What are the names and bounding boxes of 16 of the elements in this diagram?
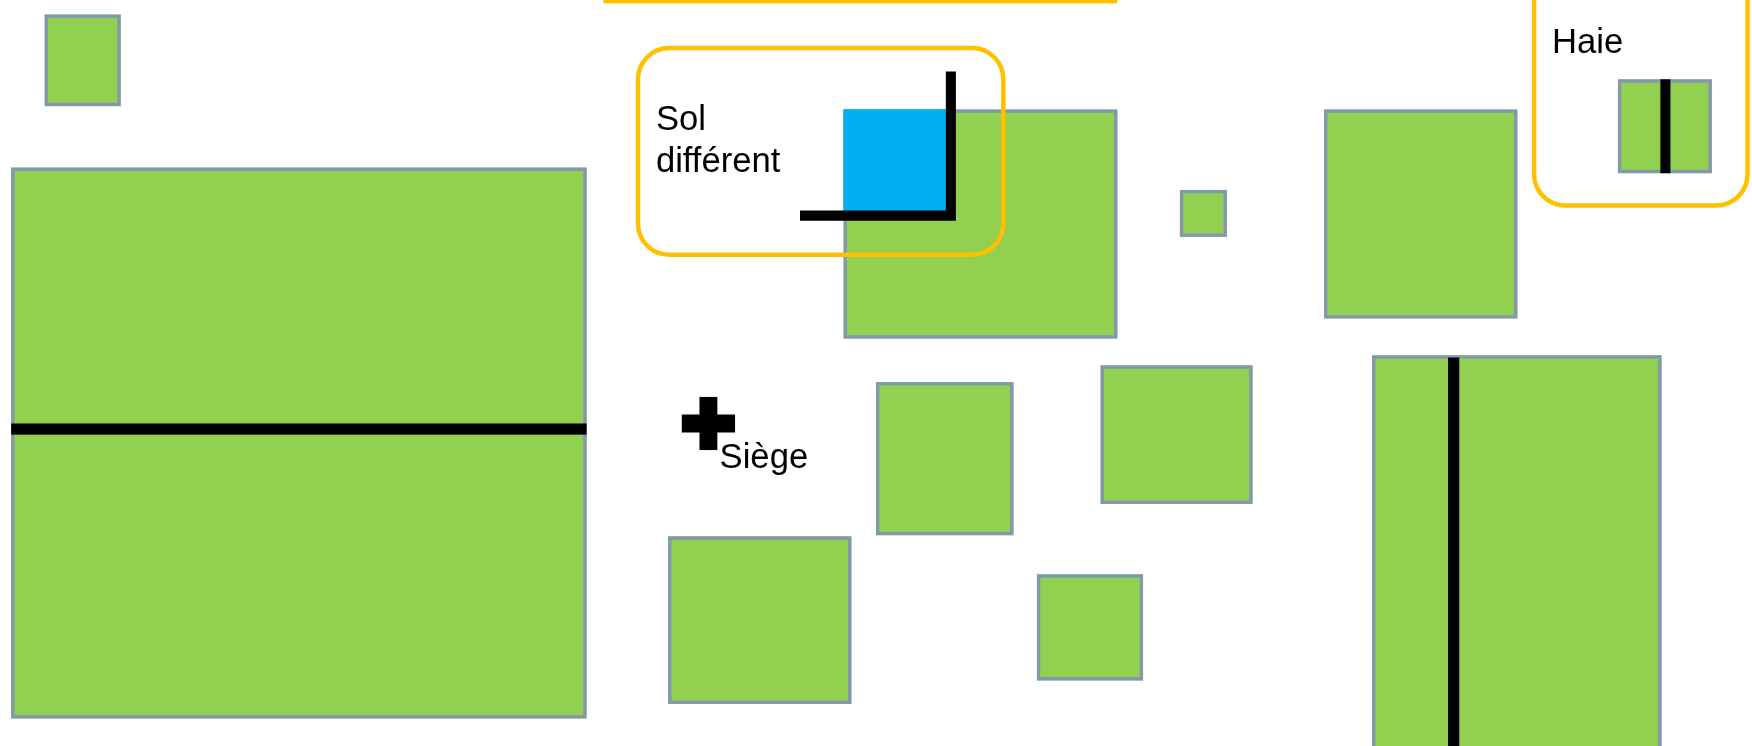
area-label: Sol différent	[655, 97, 782, 182]
garden-plot	[11, 167, 587, 719]
garden-plot	[668, 536, 852, 704]
garden-plot	[44, 14, 121, 107]
area-label: Haie	[1552, 20, 1625, 63]
garden-plot	[1617, 79, 1712, 174]
garden-plot	[1100, 365, 1253, 504]
garden-plot	[1036, 574, 1144, 681]
garden-plot	[1179, 189, 1227, 237]
garden-plot	[1324, 109, 1518, 319]
highlight-frame	[635, 45, 1006, 257]
highlight-frame	[1531, 0, 1750, 208]
garden-plot	[1372, 355, 1662, 746]
seat-label: Siège	[719, 435, 809, 478]
garden-plot	[843, 109, 1118, 339]
garden-plot	[876, 382, 1014, 536]
